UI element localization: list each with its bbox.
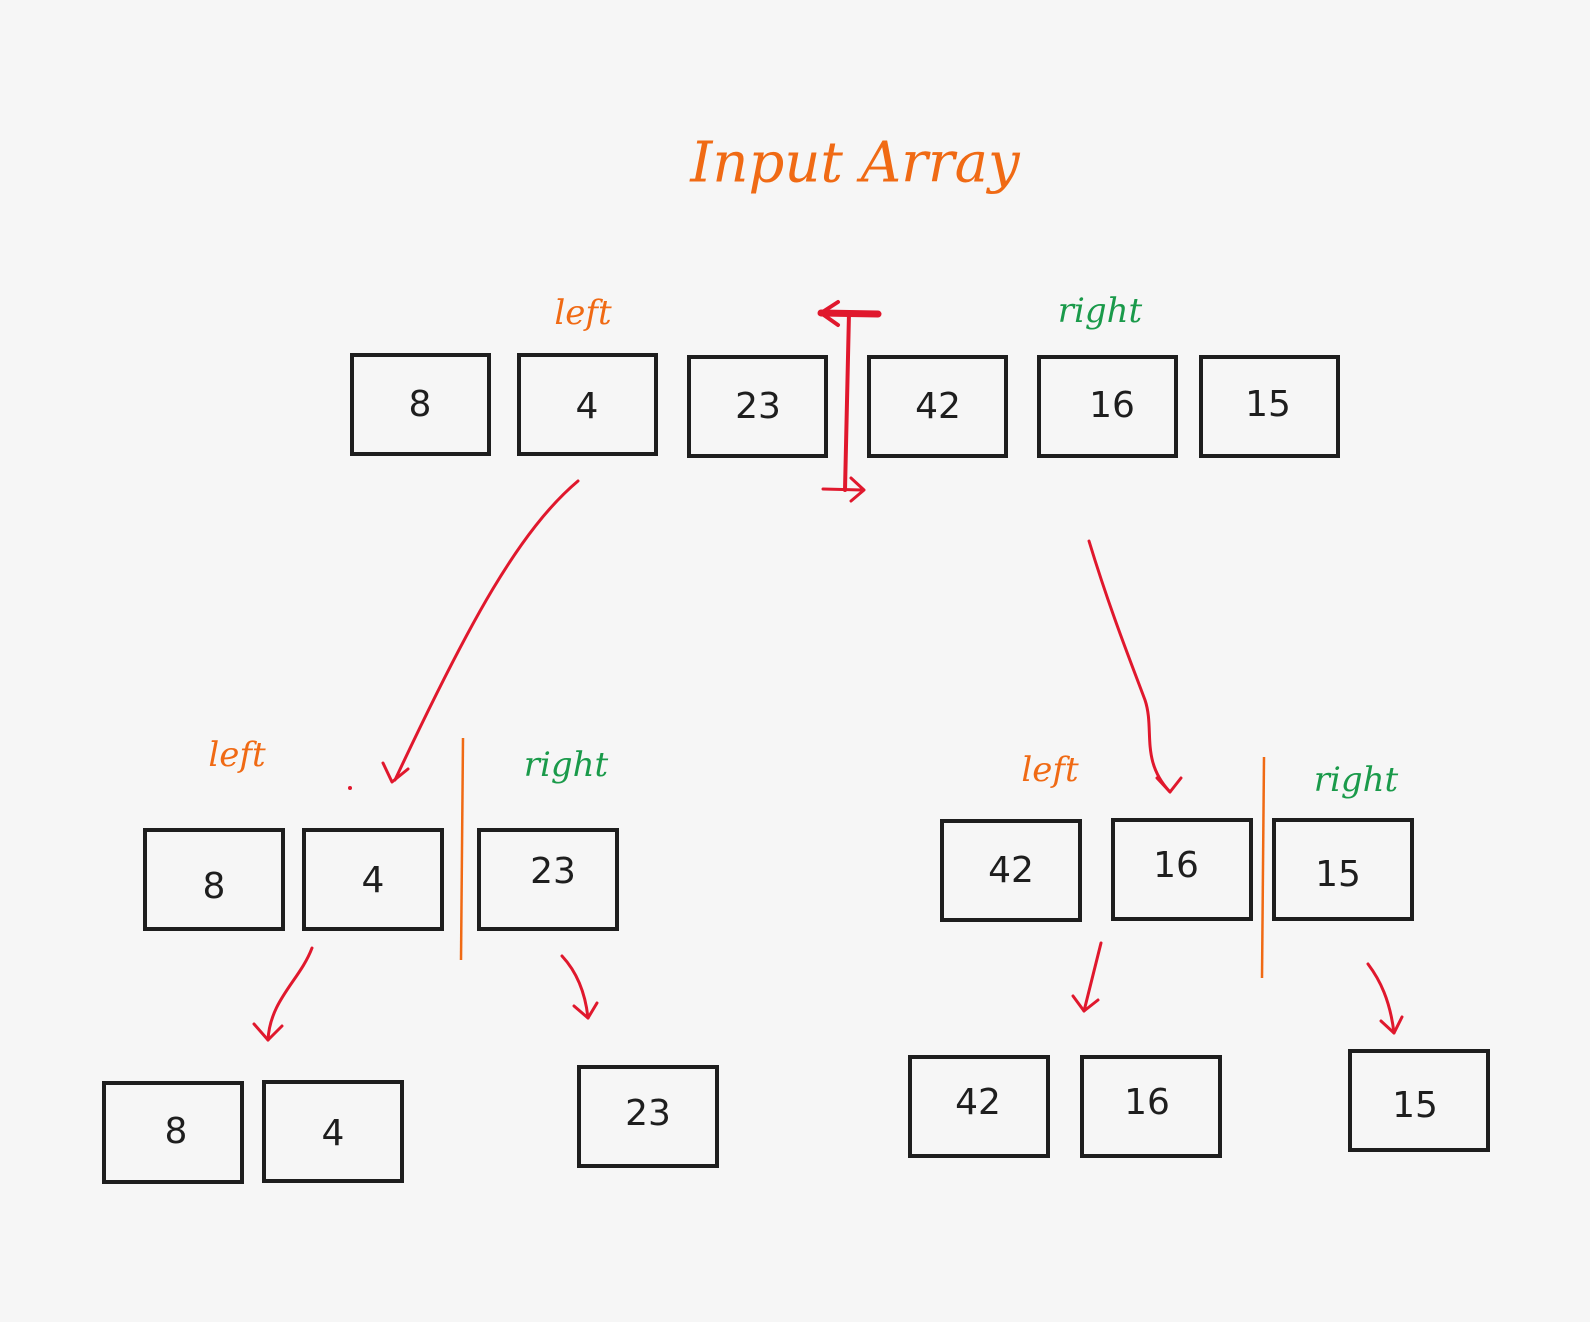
- split-divider: [459, 737, 465, 961]
- arrow-down-a: [252, 946, 314, 1042]
- arrow-down-b: [560, 954, 599, 1020]
- diagram-title: Input Array: [689, 131, 1021, 196]
- arrow-to-left-subtree: [381, 479, 580, 784]
- array-cell: 8: [102, 1081, 244, 1184]
- array-cell: 4: [262, 1080, 404, 1183]
- cell-value: 23: [735, 386, 781, 427]
- label-right-top: right: [1058, 291, 1143, 331]
- split-marker-arrow: [817, 300, 882, 503]
- array-cell: 23: [687, 355, 828, 458]
- array-cell: 16: [1111, 818, 1253, 921]
- cell-value: 16: [1124, 1082, 1170, 1123]
- split-divider: [1260, 756, 1266, 979]
- array-cell: 4: [302, 828, 444, 931]
- array-cell: 8: [143, 828, 285, 931]
- label-right-l1a: right: [524, 745, 609, 785]
- array-cell: 42: [908, 1055, 1050, 1158]
- cell-value: 42: [955, 1082, 1001, 1123]
- cell-value: 4: [322, 1113, 345, 1154]
- array-cell: 15: [1199, 355, 1340, 458]
- label-left-l1b: left: [1021, 750, 1079, 790]
- array-cell: 42: [940, 819, 1082, 922]
- cell-value: 42: [988, 850, 1034, 891]
- label-left-top: left: [554, 293, 612, 333]
- cell-value: 23: [530, 851, 576, 892]
- cell-value: 8: [165, 1111, 188, 1152]
- array-cell: 16: [1080, 1055, 1222, 1158]
- array-cell: 23: [577, 1065, 719, 1168]
- cell-value: 4: [362, 860, 385, 901]
- array-cell: 8: [350, 353, 491, 456]
- cell-value: 8: [203, 866, 226, 907]
- cell-value: 15: [1392, 1085, 1438, 1126]
- stray-dot: [348, 786, 352, 790]
- array-cell: 16: [1037, 355, 1178, 458]
- arrow-down-d: [1366, 962, 1404, 1035]
- cell-value: 8: [409, 384, 432, 425]
- label-left-l1a: left: [208, 735, 266, 775]
- cell-value: 4: [576, 386, 599, 427]
- arrow-down-c: [1071, 941, 1103, 1013]
- array-cell: 15: [1272, 818, 1414, 921]
- cell-value: 42: [915, 386, 961, 427]
- array-cell: 15: [1348, 1049, 1490, 1152]
- cell-value: 15: [1245, 384, 1291, 425]
- array-cell: 23: [477, 828, 619, 931]
- label-right-l1b: right: [1314, 760, 1399, 800]
- array-cell: 42: [867, 355, 1008, 458]
- arrow-to-right-subtree: [1087, 539, 1183, 794]
- array-cell: 4: [517, 353, 658, 456]
- cell-value: 16: [1089, 385, 1135, 426]
- cell-value: 16: [1153, 845, 1199, 886]
- cell-value: 15: [1315, 854, 1361, 895]
- cell-value: 23: [625, 1093, 671, 1134]
